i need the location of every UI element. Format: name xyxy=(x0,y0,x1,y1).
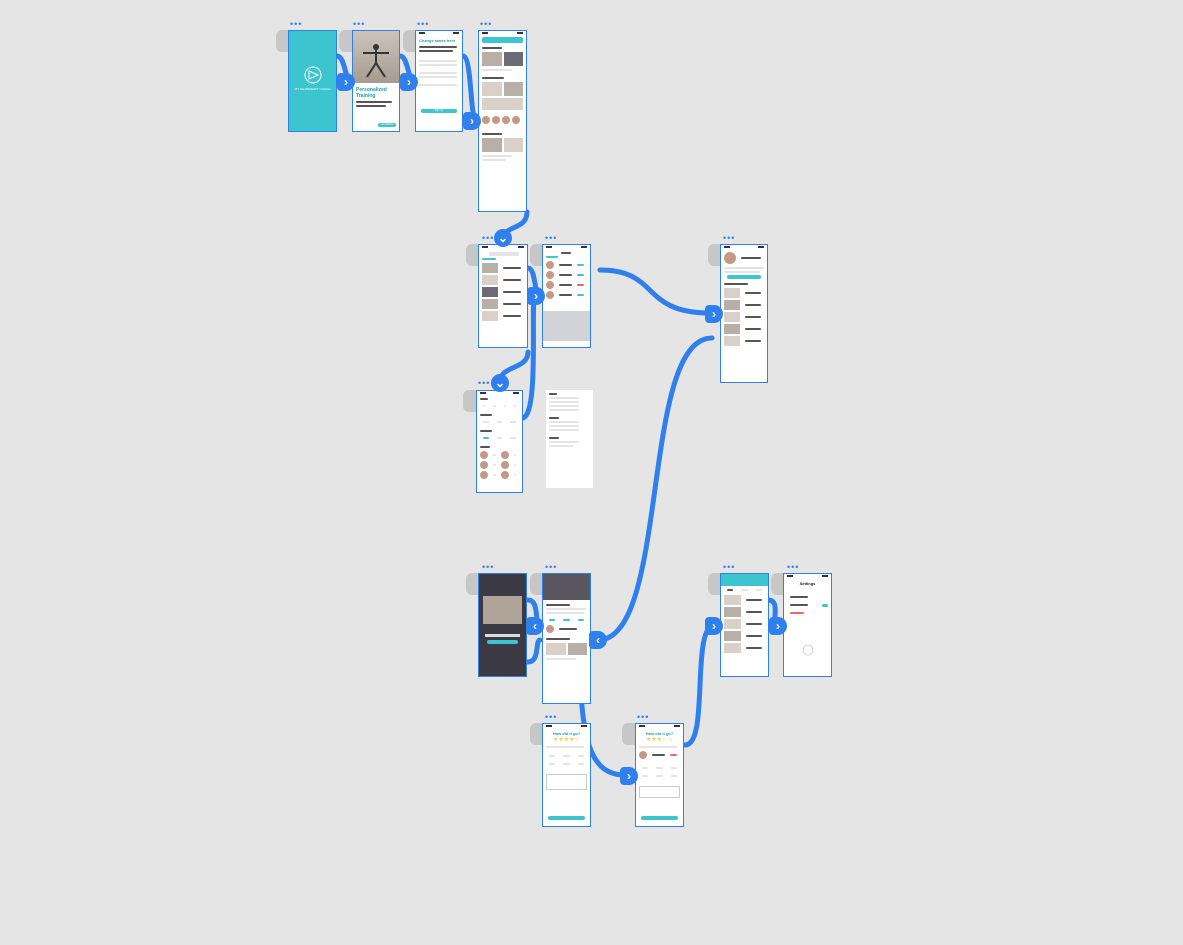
brand-text: MY SHAPESHIFT COACH xyxy=(294,87,331,91)
star-rating[interactable]: ★★★★☆ xyxy=(553,737,580,743)
wire-profile-detail xyxy=(595,335,715,643)
artboard-tab xyxy=(708,573,722,595)
screen-onboarding[interactable]: Personalized Training Get Started xyxy=(352,30,400,132)
settings-title: Settings xyxy=(799,581,816,586)
comment-field[interactable] xyxy=(639,786,680,798)
connector-node[interactable]: › xyxy=(463,112,481,130)
detail-hero-image xyxy=(543,574,590,600)
screen-filters[interactable] xyxy=(476,390,523,493)
wire-coaches-profile xyxy=(597,267,713,316)
artboard-menu-icon[interactable] xyxy=(723,565,735,569)
logo-icon xyxy=(304,66,322,84)
connector-node[interactable]: › xyxy=(620,767,638,785)
artboard-tab xyxy=(339,30,353,52)
screen-rating-2[interactable]: How did it go? ★★★☆☆ xyxy=(635,723,684,827)
screen-rating-1[interactable]: How did it go? ★★★★☆ xyxy=(542,723,591,827)
screen-library[interactable] xyxy=(720,573,769,677)
screen-workout-detail[interactable] xyxy=(542,573,591,704)
artboard-menu-icon[interactable] xyxy=(482,236,494,240)
yoga-figure-icon xyxy=(363,44,389,78)
screen-search-results[interactable] xyxy=(478,244,528,348)
star-rating[interactable]: ★★★☆☆ xyxy=(646,737,673,743)
submit-button[interactable] xyxy=(548,816,585,820)
home-banner xyxy=(482,37,523,43)
wire-signup-home xyxy=(460,53,479,123)
wire-video-detail-2 xyxy=(525,637,543,665)
artboard-menu-icon[interactable] xyxy=(480,22,492,26)
artboard-menu-icon[interactable] xyxy=(478,381,490,385)
artboard-tab xyxy=(463,390,477,412)
connector-node[interactable]: › xyxy=(337,73,355,91)
artboard-tab xyxy=(530,573,544,595)
artboard-tab xyxy=(530,723,544,745)
artboard-menu-icon[interactable] xyxy=(545,236,557,240)
connector-node[interactable]: ‹ xyxy=(526,617,544,635)
rating-title: How did it go? xyxy=(552,731,581,736)
screen-video-player[interactable] xyxy=(478,573,527,677)
screen-home[interactable] xyxy=(478,30,527,212)
library-header xyxy=(721,574,768,586)
play-button[interactable] xyxy=(487,640,518,644)
artboard-tab xyxy=(403,30,417,52)
artboard-tab xyxy=(771,573,785,595)
artboard-tab xyxy=(466,573,480,595)
artboard-menu-icon[interactable] xyxy=(545,565,557,569)
connector-node[interactable]: › xyxy=(769,617,787,635)
artboard-menu-icon[interactable] xyxy=(545,715,557,719)
logo-icon xyxy=(802,644,814,656)
rating-title: How did it go? xyxy=(645,731,674,736)
screen-splash[interactable]: MY SHAPESHIFT COACH xyxy=(288,30,337,132)
screen-coach-profile[interactable] xyxy=(720,244,768,383)
connector-node[interactable]: › xyxy=(705,305,723,323)
screen-search-coaches[interactable] xyxy=(542,244,591,348)
artboard-tab xyxy=(276,30,290,52)
video-thumbnail xyxy=(483,596,522,624)
artboard-menu-icon[interactable] xyxy=(482,565,494,569)
connector-node[interactable]: › xyxy=(400,73,418,91)
hero-image xyxy=(353,31,399,83)
screen-filters-sheet[interactable] xyxy=(546,390,593,488)
signup-title: Change starts here xyxy=(419,38,456,43)
artboard-menu-icon[interactable] xyxy=(637,715,649,719)
connector-node[interactable]: › xyxy=(527,287,545,305)
submit-button[interactable] xyxy=(641,816,678,820)
wire-rating-library xyxy=(682,622,718,748)
connector-node[interactable]: ‹ xyxy=(589,631,607,649)
artboard-tab xyxy=(622,723,636,745)
artboard-tab xyxy=(708,244,722,266)
artboard-menu-icon[interactable] xyxy=(723,236,735,240)
screen-settings[interactable]: Settings xyxy=(783,573,832,677)
artboard-menu-icon[interactable] xyxy=(787,565,799,569)
artboard-menu-icon[interactable] xyxy=(290,22,302,26)
screen-signup[interactable]: Change starts here Sign Up xyxy=(415,30,463,132)
connector-node[interactable]: › xyxy=(705,617,723,635)
artboard-menu-icon[interactable] xyxy=(353,22,365,26)
get-started-button[interactable]: Get Started xyxy=(378,123,396,127)
connector-node[interactable]: ⌄ xyxy=(491,374,509,392)
artboard-tab xyxy=(530,244,544,266)
keyboard[interactable] xyxy=(543,311,590,341)
toggle-switch[interactable] xyxy=(822,603,828,607)
artboard-tab xyxy=(466,244,480,266)
artboard-menu-icon[interactable] xyxy=(417,22,429,26)
onboarding-title: Personalized Training xyxy=(356,87,387,99)
sign-up-button[interactable]: Sign Up xyxy=(421,109,457,113)
comment-field[interactable] xyxy=(546,774,587,790)
connector-node[interactable]: ⌄ xyxy=(494,229,512,247)
